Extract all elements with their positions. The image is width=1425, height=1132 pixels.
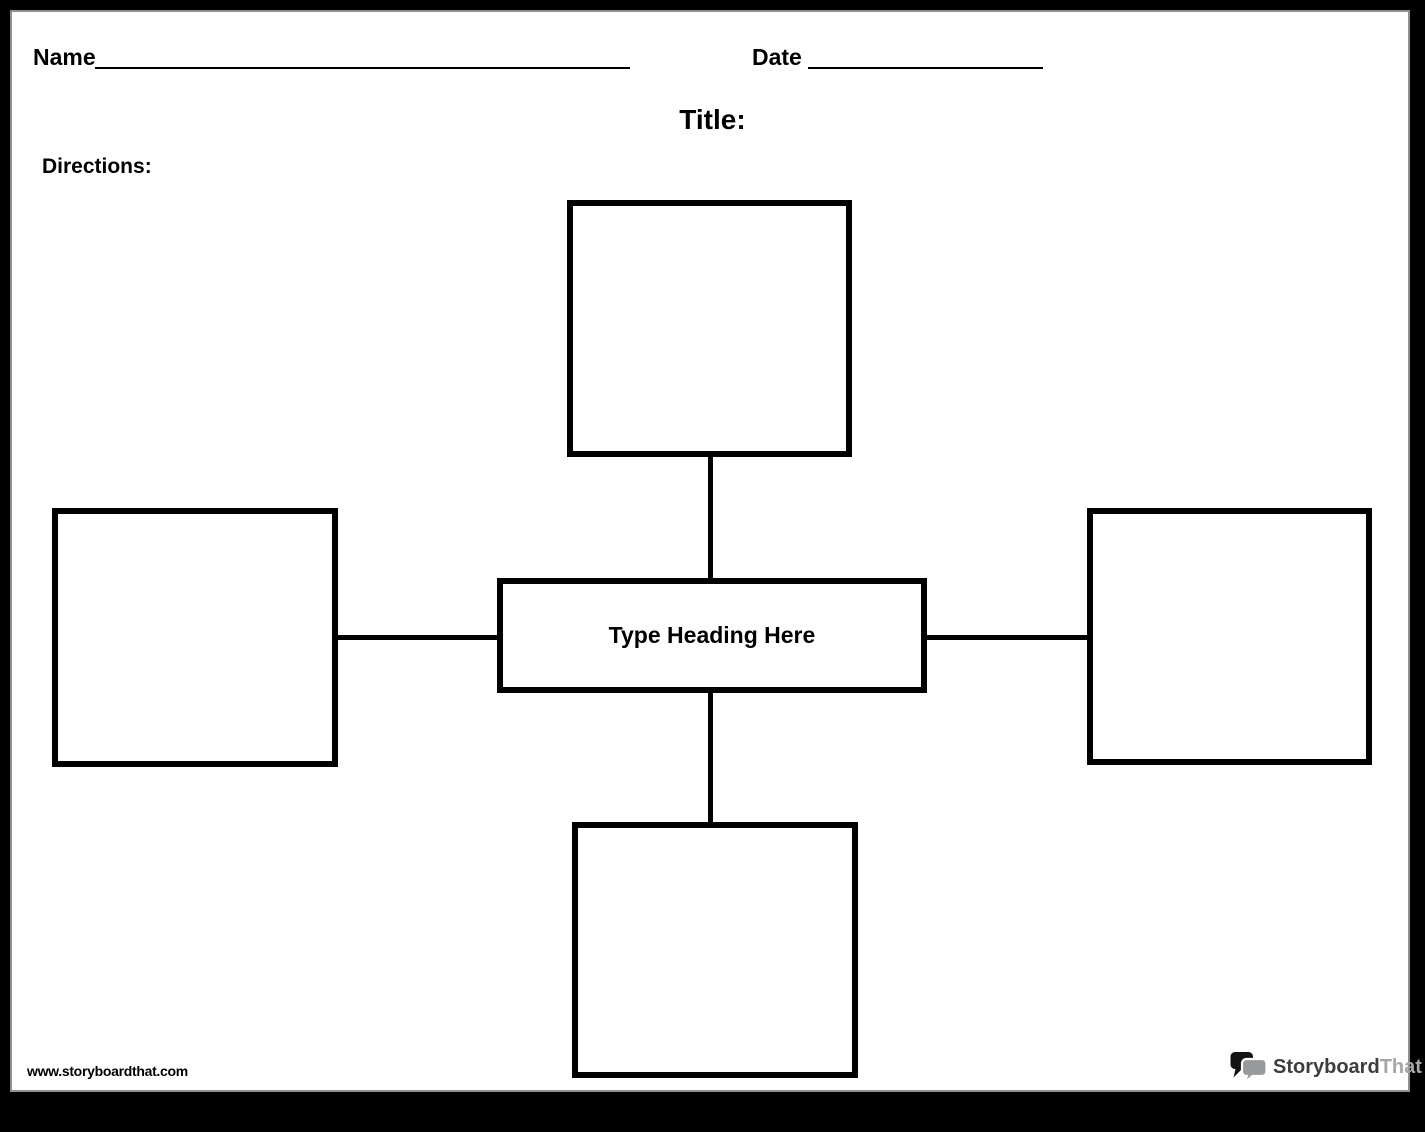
date-label: Date	[752, 44, 802, 70]
connector-left	[336, 635, 499, 640]
directions-label: Directions:	[42, 155, 152, 178]
name-label: Name	[33, 44, 96, 70]
storyboardthat-logo: StoryboardThat	[1230, 1051, 1422, 1084]
diagram-box-top[interactable]	[567, 200, 852, 457]
brand-primary: Storyboard	[1273, 1056, 1380, 1078]
center-heading-box[interactable]: Type Heading Here	[497, 578, 927, 693]
brand-wordmark: StoryboardThat	[1273, 1056, 1422, 1079]
brand-secondary: That	[1379, 1056, 1422, 1078]
connector-right	[925, 635, 1089, 640]
center-heading-text: Type Heading Here	[608, 622, 816, 648]
diagram-box-right[interactable]	[1087, 508, 1372, 765]
date-input-line[interactable]	[808, 67, 1043, 69]
diagram-box-bottom[interactable]	[572, 822, 858, 1078]
website-url: www.storyboardthat.com	[27, 1063, 188, 1079]
speech-bubbles-icon	[1230, 1051, 1268, 1084]
name-input-line[interactable]	[95, 67, 630, 69]
diagram-box-left[interactable]	[52, 508, 338, 767]
connector-bottom	[708, 691, 713, 824]
connector-top	[708, 455, 713, 580]
title-label: Title:	[679, 104, 746, 135]
